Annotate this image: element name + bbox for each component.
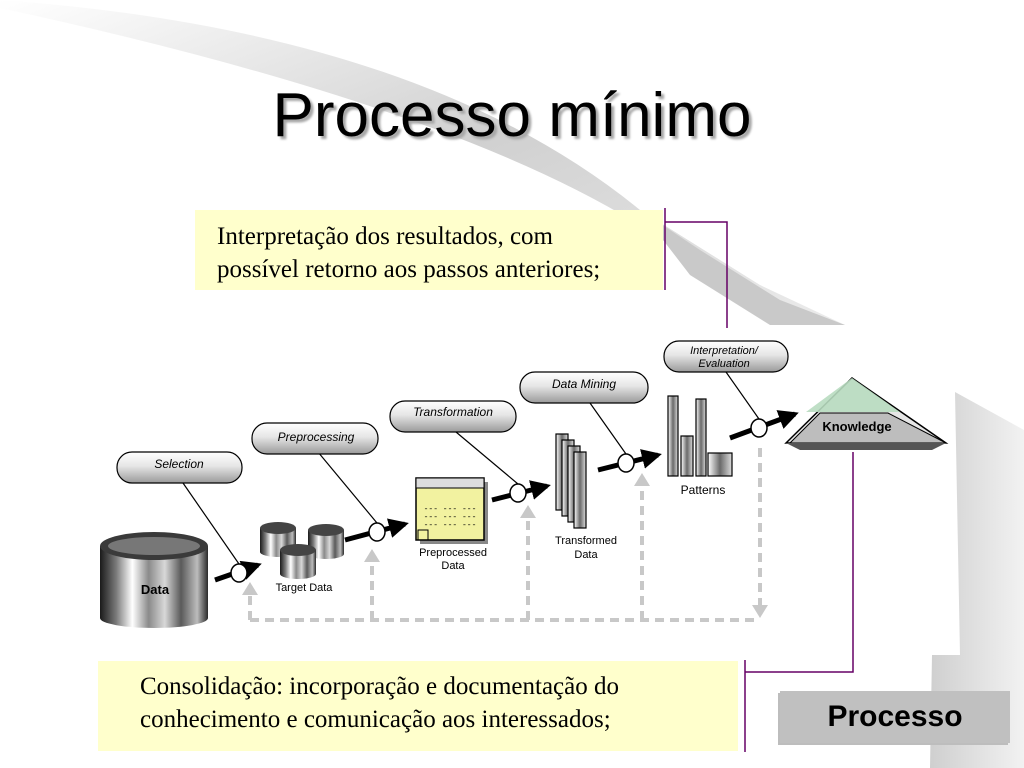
step-interpretation-label: Interpretation/ [690,345,759,357]
preprocessed-data-label: Data [441,560,465,572]
step-data-mining-label: Data Mining [552,377,616,391]
target-data-icon [260,522,344,579]
patterns-label: Patterns [681,483,726,497]
step-preprocessing-label: Preprocessing [278,430,355,444]
callout-connectors [664,208,854,752]
document-line: --- --- --- [424,513,477,522]
step-selection-label: Selection [154,457,204,471]
step-data-mining: Data Mining [519,371,649,404]
slide-title: Processo mínimo [272,81,752,150]
step-leader-lines [182,371,760,565]
document-line: --- --- --- [424,521,477,530]
step-transformation: Transformation [389,400,517,433]
section-label: Processo [780,691,1010,743]
transformed-data-label: Transformed [555,535,617,547]
junction-circles [230,418,768,583]
callout-line: Consolidação: incorporação e documentaçã… [140,673,619,700]
callout-line: Interpretação dos resultados, com [217,223,553,250]
step-preprocessing: Preprocessing [251,422,379,455]
preprocessed-data-label: Preprocessed [419,547,487,559]
transformed-data-icon [555,433,587,529]
step-selection: Selection [116,451,243,484]
knowledge-label: Knowledge [822,419,891,434]
transformed-data-label: Data [574,549,598,561]
preprocessed-data-icon: --- --- --- --- --- --- --- --- --- [415,477,488,544]
interpretation-callout: Interpretação dos resultados, com possív… [195,210,663,290]
feedback-loop [248,448,762,622]
callout-line: conhecimento e comunicação aos interessa… [140,706,611,733]
patterns-icon [667,395,733,477]
knowledge-icon: Knowledge [784,377,949,450]
data-source-icon: Data [100,532,208,628]
feedback-arrowheads [242,473,768,618]
data-label: Data [141,582,170,597]
consolidation-callout: Consolidação: incorporação e documentaçã… [98,661,738,751]
callout-line: possível retorno aos passos anteriores; [217,256,601,283]
target-data-label: Target Data [276,582,334,594]
step-evaluation-label: Evaluation [698,358,749,370]
document-line: --- --- --- [424,505,477,514]
step-transformation-label: Transformation [413,405,493,419]
step-interpretation-evaluation: Interpretation/ Evaluation [663,340,789,373]
